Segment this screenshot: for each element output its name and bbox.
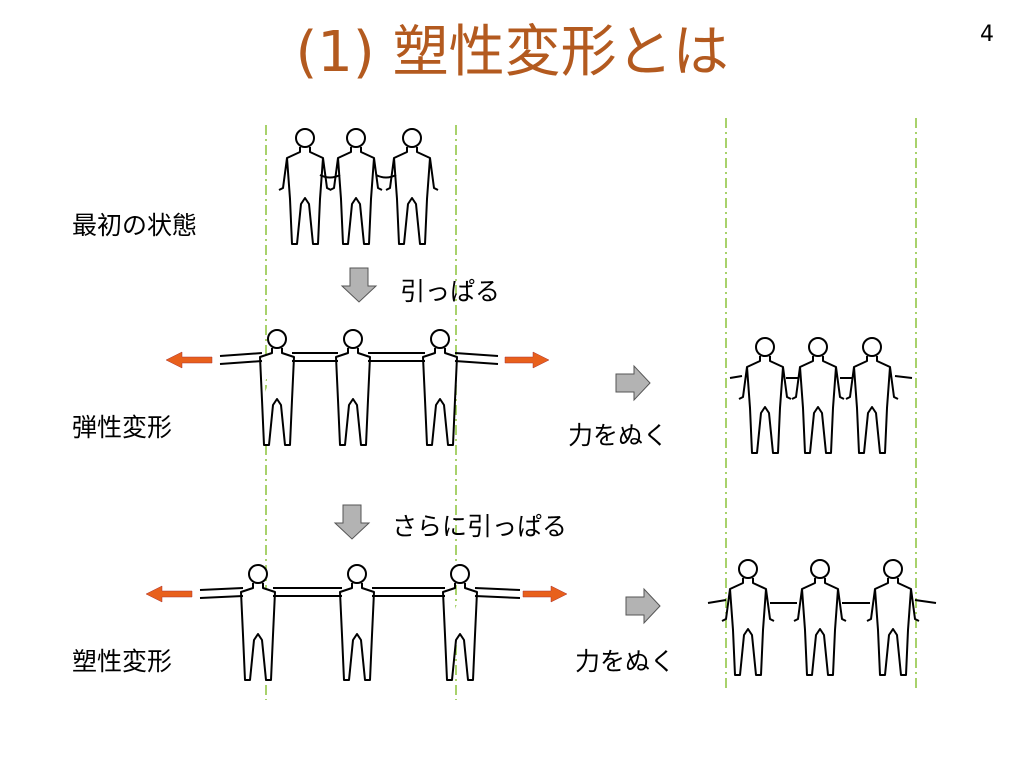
right-arrow-icon	[615, 364, 651, 402]
page-number: 4	[980, 22, 994, 47]
slide-title: (1) 塑性変形とは	[295, 20, 729, 85]
pull-arrow-right-icon	[522, 585, 568, 603]
plastic-release-figure-group	[707, 559, 937, 676]
plastic-figure-group	[199, 564, 521, 681]
pull-arrow-right-icon	[504, 351, 550, 369]
initial-figure-group	[278, 128, 439, 245]
pull-arrow-left-icon	[165, 351, 213, 369]
elastic-figure-group	[219, 329, 499, 446]
elastic-release-figure-group	[729, 337, 913, 454]
step-label-pull-more: さらに引っぱる	[392, 512, 568, 541]
row-label-elastic: 弾性変形	[72, 413, 173, 442]
row-label-initial: 最初の状態	[72, 211, 198, 240]
pull-arrow-left-icon	[145, 585, 193, 603]
step-label-pull: 引っぱる	[400, 277, 501, 306]
step-label-release: 力をぬく	[575, 647, 676, 676]
down-arrow-icon	[340, 267, 378, 303]
down-arrow-icon	[333, 504, 371, 540]
row-label-plastic: 塑性変形	[72, 647, 173, 676]
right-arrow-icon	[625, 587, 661, 625]
step-label-release: 力をぬく	[568, 421, 669, 450]
